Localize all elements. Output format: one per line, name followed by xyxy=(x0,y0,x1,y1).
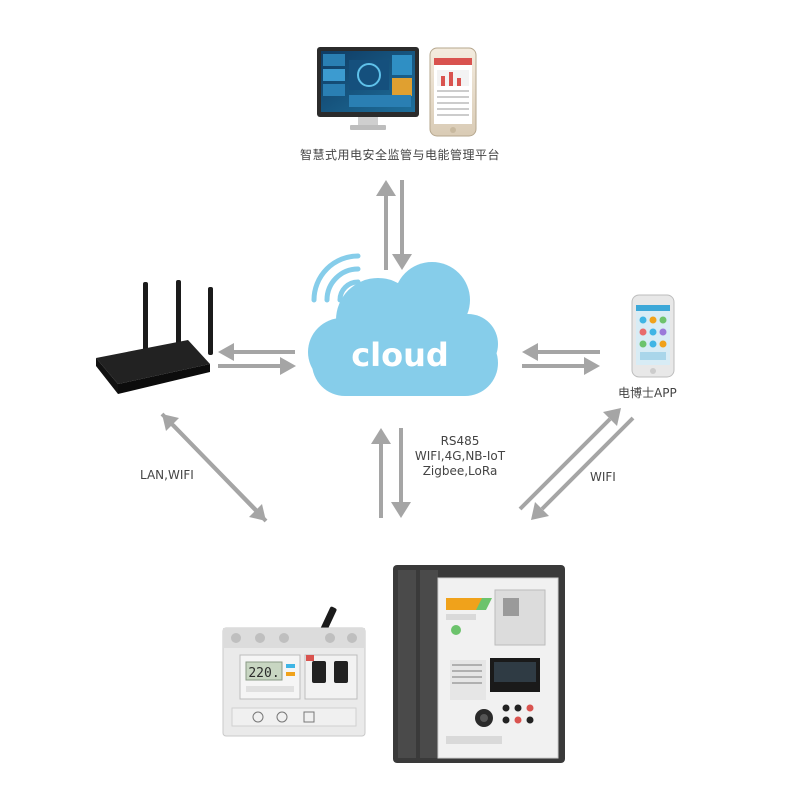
arrows xyxy=(160,180,635,523)
arrow-cloud-to-platform xyxy=(376,180,396,270)
meter-reading: 220. xyxy=(248,666,279,681)
cloud-label: cloud xyxy=(351,336,449,374)
protocol-list: RS485 WIFI,4G,NB-IoT Zigbee,LoRa xyxy=(400,434,520,479)
app-label: 电博士APP xyxy=(618,386,677,400)
arrow-cloud-to-app xyxy=(522,357,600,375)
arrow-app-to-devices xyxy=(531,416,635,520)
arrow-platform-to-cloud xyxy=(392,180,412,270)
arrow-cloud-to-devices xyxy=(391,428,411,518)
platform-label: 智慧式用电安全监管与电能管理平台 xyxy=(299,148,500,162)
wifi-signal-icon xyxy=(311,253,361,303)
protocol-item: RS485 xyxy=(440,434,480,448)
app-phone-icon xyxy=(631,294,675,378)
molded-case-breaker-icon xyxy=(393,565,565,763)
arrow-devices-to-app xyxy=(518,408,621,511)
arrow-router-to-devices xyxy=(160,412,266,521)
protocol-item: WIFI,4G,NB-IoT xyxy=(414,449,506,463)
monitor-icon xyxy=(317,47,419,130)
din-rail-breaker-icon: 220. xyxy=(222,606,366,737)
protocol-item: Zigbee,LoRa xyxy=(422,464,498,478)
router-icon xyxy=(96,280,213,394)
platform-phone-icon xyxy=(429,47,477,137)
arrow-cloud-to-router xyxy=(218,343,295,361)
arrow-router-to-cloud xyxy=(218,357,296,375)
cloud-icon xyxy=(308,262,498,396)
wifi-label: WIFI xyxy=(590,470,616,484)
lan-wifi-label: LAN,WIFI xyxy=(140,468,194,482)
arrow-devices-to-cloud xyxy=(371,428,391,518)
arrow-app-to-cloud xyxy=(522,343,600,361)
